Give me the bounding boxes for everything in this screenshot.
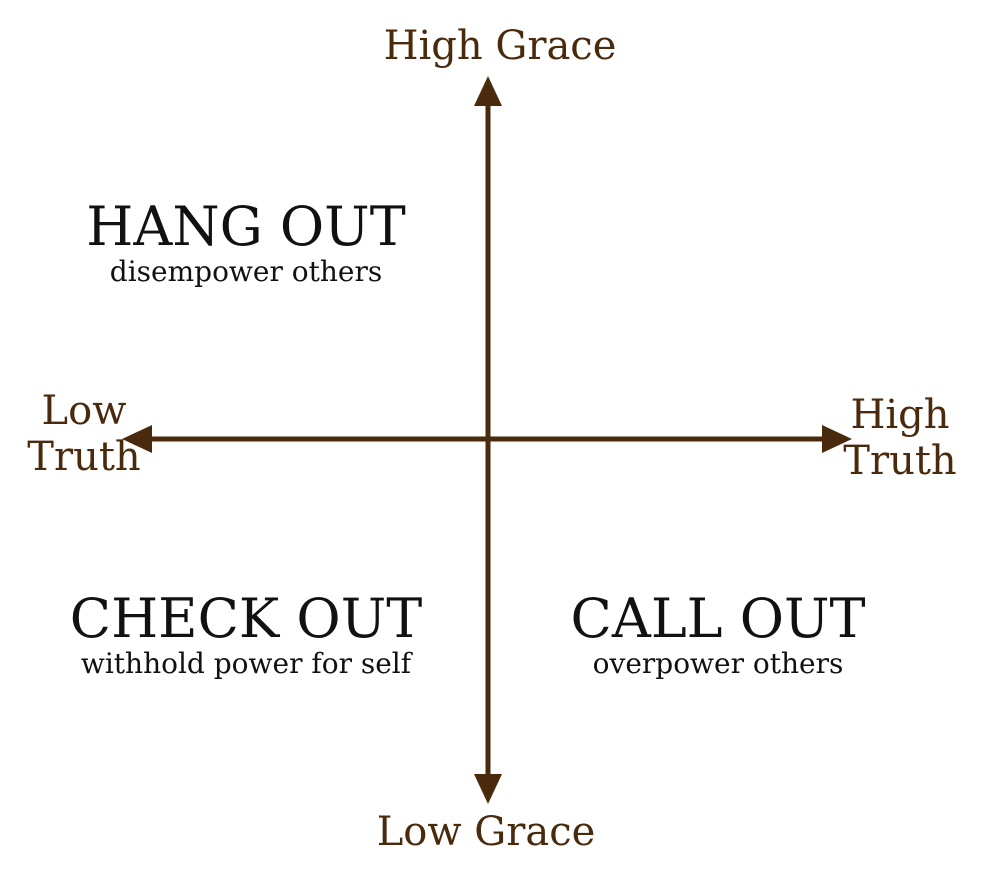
axis-label-low-truth-line2: Truth bbox=[27, 434, 141, 480]
arrow-up-icon bbox=[474, 76, 502, 106]
quadrant-title-check-out: CHECK OUT bbox=[69, 587, 423, 650]
quadrant-subtitle-hang-out: disempower others bbox=[109, 255, 383, 288]
arrow-down-icon bbox=[474, 774, 502, 804]
arrow-left-icon bbox=[122, 425, 152, 453]
quadrant-title-call-out: CALL OUT bbox=[570, 587, 866, 650]
axis-label-high-truth-line1: High bbox=[850, 392, 950, 438]
quadrant-subtitle-call-out: overpower others bbox=[592, 647, 844, 680]
axis-label-high-grace: High Grace bbox=[383, 23, 617, 69]
quadrant-subtitle-check-out: withhold power for self bbox=[80, 647, 412, 680]
axis-label-low-truth-line1: Low bbox=[41, 388, 127, 434]
axis-label-low-grace: Low Grace bbox=[376, 809, 596, 855]
axis-label-high-truth: High Truth bbox=[843, 392, 956, 484]
arrow-right-icon bbox=[822, 425, 852, 453]
axis-label-high-truth-line2: Truth bbox=[843, 438, 957, 484]
axis-label-low-truth: Low Truth bbox=[27, 388, 140, 480]
quadrant-title-hang-out: HANG OUT bbox=[86, 195, 406, 258]
